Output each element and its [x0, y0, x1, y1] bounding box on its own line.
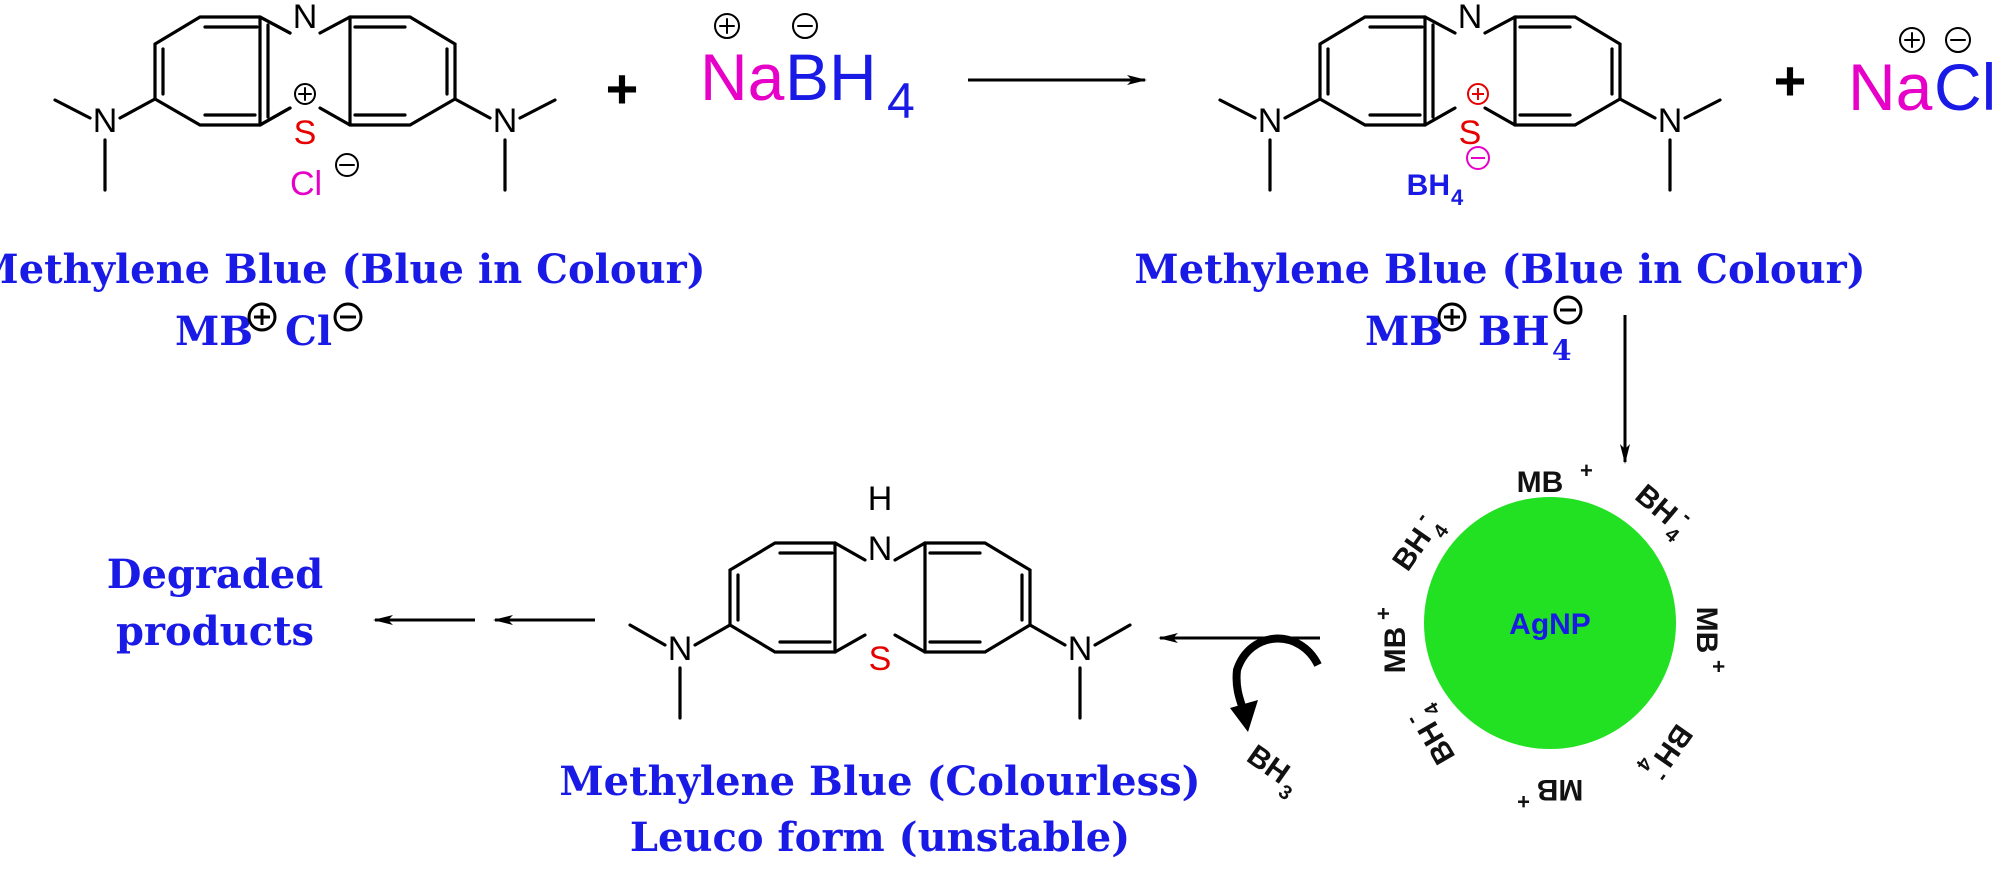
plus-sign-2: +: [1774, 49, 1807, 112]
atom-n-leuco-left: N: [668, 630, 693, 668]
atom-n-right-2: N: [1658, 102, 1683, 140]
label-mb-borohydride-title: Methylene Blue (Blue in Colour): [1134, 246, 1865, 293]
np-mb-bottom: MB: [1537, 773, 1584, 806]
np-bh4-bottomleft: BH: [1412, 716, 1462, 770]
chloride-counter-ion: Cl: [290, 165, 322, 203]
atom-n-right: N: [493, 102, 518, 140]
methylene-blue-borohydride-structure: N S N N BH 4: [1218, 0, 1722, 210]
leuco-methylene-blue-structure: H N S N N: [628, 480, 1132, 720]
np-mb-right-plus: +: [1706, 660, 1731, 673]
atom-s-positive: S: [294, 114, 317, 152]
label-mb-bh4-sub: 4: [1552, 334, 1571, 367]
np-mb-top-plus: +: [1580, 458, 1593, 483]
label-mb-chloride-formula: MB Cl: [175, 302, 363, 355]
label-mb-chloride-title: Methylene Blue (Blue in Colour): [0, 246, 706, 293]
sodium-borohydride: Na BH 4: [700, 13, 915, 129]
silver-nanoparticle-complex: AgNP MB + BH 4 - BH 4 - MB + BH 4 - MB: [1371, 458, 1731, 814]
nacl-na: Na: [1848, 50, 1933, 124]
np-mb-left: MB: [1379, 627, 1412, 674]
np-mb-right: MB: [1690, 607, 1723, 654]
nabh4-bh: BH: [785, 40, 877, 114]
nabh4-na: Na: [700, 40, 785, 114]
label-leuco-title: Methylene Blue (Colourless): [559, 758, 1200, 805]
np-mb-top: MB: [1517, 466, 1564, 499]
label-degraded: Degraded: [107, 551, 324, 598]
borohydride-counter-ion: BH: [1407, 169, 1450, 202]
atom-n-left-2: N: [1258, 102, 1283, 140]
np-mb-bottom-plus: +: [1517, 789, 1530, 814]
sodium-chloride: Na Cl: [1848, 27, 1996, 124]
methylene-blue-chloride-structure: N S N N Cl: [53, 0, 557, 203]
label-mb-cl-cl: Cl: [285, 308, 332, 355]
atom-n-leuco-right: N: [1068, 630, 1093, 668]
label-mb-bh4-mb: MB: [1365, 308, 1443, 355]
agnp-label: AgNP: [1509, 608, 1591, 641]
atom-n-central: N: [293, 0, 318, 36]
atom-h-leuco: H: [868, 480, 893, 518]
plus-sign-1: +: [606, 57, 639, 120]
label-products: products: [116, 608, 314, 655]
atom-s-leuco: S: [869, 640, 892, 678]
byproduct-bh3: BH 3: [1241, 739, 1296, 805]
atom-n-leuco-central: N: [868, 530, 893, 568]
borohydride-subscript: 4: [1451, 185, 1464, 210]
silver-nanoparticle: [1424, 497, 1676, 749]
atom-s-positive-2: S: [1459, 114, 1482, 152]
label-mb-bh4-bh: BH: [1478, 308, 1550, 355]
np-mb-left-plus: +: [1371, 607, 1396, 620]
label-mb-cl-mb: MB: [175, 308, 253, 355]
nacl-cl: Cl: [1934, 50, 1996, 124]
nabh4-subscript: 4: [887, 73, 915, 129]
curved-arrow-bh3: [1232, 634, 1322, 714]
atom-n-central-2: N: [1458, 0, 1483, 36]
label-mb-borohydride-formula: MB BH 4: [1365, 295, 1583, 367]
np-bh4-bottomleft-sub: 4: [1420, 698, 1445, 719]
atom-n-left: N: [93, 102, 118, 140]
label-leuco-subtitle: Leuco form (unstable): [630, 814, 1130, 861]
